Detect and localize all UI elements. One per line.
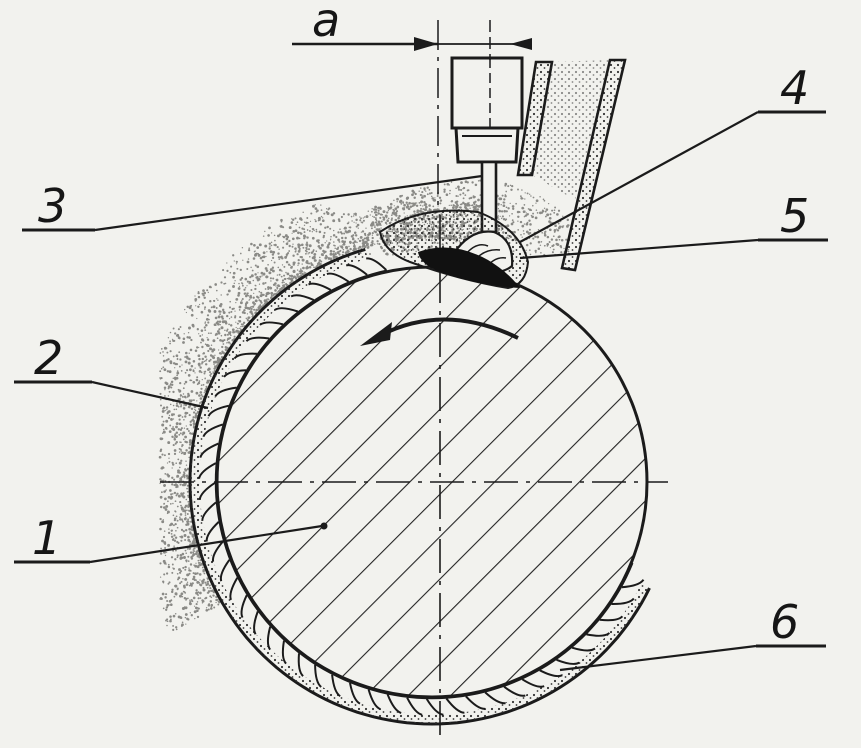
label-3: 3 [38,179,67,233]
label-4: 4 [780,61,809,115]
bead-ripple [425,698,444,716]
bead-ripple [266,626,272,651]
leader-lines [14,110,828,672]
dimension-a: a [292,0,532,205]
bead-ripple [253,611,259,635]
bead-ripple [198,481,216,501]
bead-ripple [199,442,219,458]
bead-ripple [274,307,299,313]
bead-ripple [406,697,423,716]
bead-ripple [586,632,611,637]
bead-ripple [556,658,580,665]
bead-ripple [259,321,284,326]
bead-ripple [539,669,563,678]
bead-ripple [229,577,239,601]
bead-ripple [297,653,304,677]
bead-ripple [240,594,248,619]
bead-ripple [219,559,231,582]
label-6: 6 [770,595,799,649]
bead-ripple [621,579,645,589]
bead-ripple [484,691,506,705]
bead-ripple [290,294,315,301]
bead-ripple [211,540,224,562]
bead-ripple [521,678,545,688]
flux-hopper [516,58,627,272]
bead-ripple [503,685,526,697]
bead-ripple [198,462,217,479]
label-5: 5 [780,189,809,243]
bead-ripple [445,697,465,714]
bead-ripple [223,369,247,378]
welding-head [450,56,524,234]
bead-ripple [367,689,381,711]
bead-ripple [214,386,237,397]
bead-ripple [331,674,341,698]
bead-ripple [281,640,287,665]
bead-ripple [571,646,596,652]
bead-ripple [366,257,387,271]
weld-pool [378,209,530,290]
weld-bead-layer [188,247,651,726]
bead-ripple [465,695,486,710]
bead-ripple [599,615,624,622]
part-labels: 3 4 5 2 1 6 [32,61,809,649]
label-1: 1 [32,511,61,565]
bead-ripple [245,336,270,342]
bead-ripple [314,664,322,688]
bead-ripple [201,501,217,521]
bead-ripple [205,521,220,542]
bead-ripple [207,404,230,417]
bead-ripple [349,682,361,705]
label-2: 2 [34,331,63,385]
bead-ripple [233,352,257,360]
bead-ripple [386,694,402,714]
bead-ripple [611,597,635,606]
center-lines [160,215,668,735]
rotation-arrow [360,317,519,346]
label-a: a [312,0,340,47]
bead-ripple [202,423,224,438]
bead-ripple [345,264,368,276]
bead-ripple [308,282,332,291]
bead-ripple [326,272,350,283]
